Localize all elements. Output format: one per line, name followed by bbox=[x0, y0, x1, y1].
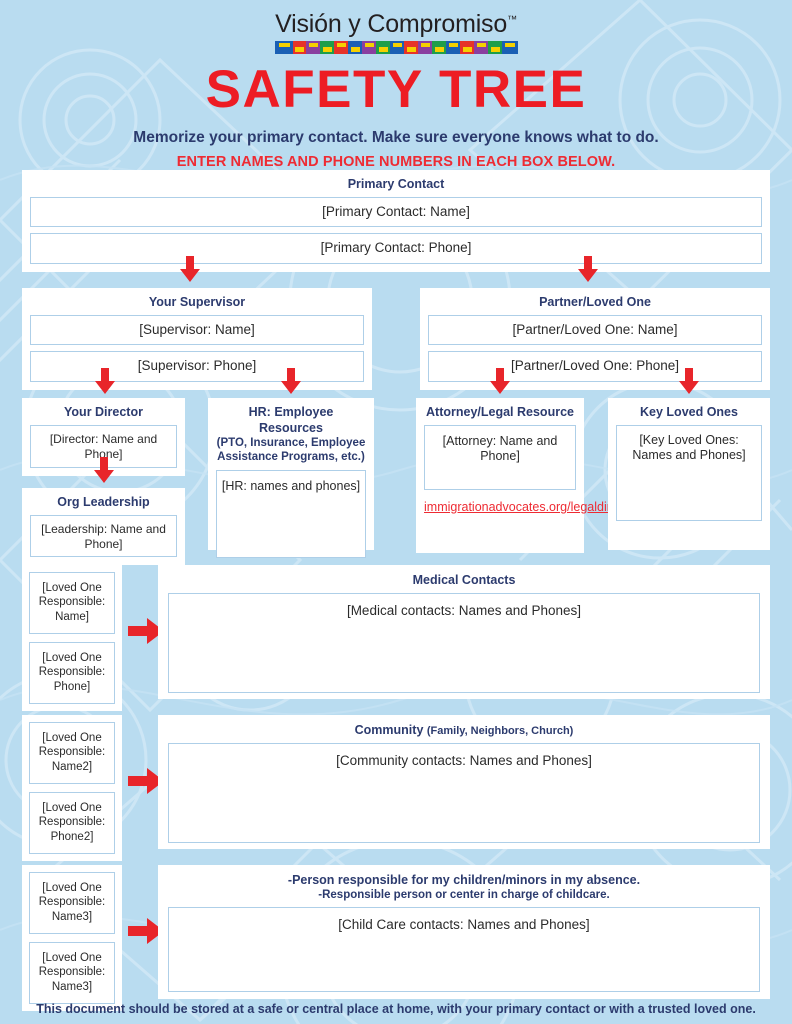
medical-contacts-card: Medical Contacts [Medical contacts: Name… bbox=[158, 565, 770, 699]
hr-title-main: HR: Employee Resources bbox=[248, 405, 334, 435]
community-responsible-side-card: [Loved One Responsible: Name2] [Loved On… bbox=[22, 715, 122, 861]
arrow-row-primary-to-second bbox=[22, 254, 770, 284]
medical-contacts-field[interactable]: [Medical contacts: Names and Phones] bbox=[168, 593, 760, 693]
arrow-director-to-leadership bbox=[22, 455, 185, 487]
supervisor-title: Your Supervisor bbox=[148, 295, 246, 309]
medical-responsible-name-field[interactable]: [Loved One Responsible: Name] bbox=[29, 572, 115, 634]
medical-responsible-phone-field[interactable]: [Loved One Responsible: Phone] bbox=[29, 642, 115, 704]
page-title: SAFETY TREE bbox=[205, 60, 587, 119]
medical-contacts-title: Medical Contacts bbox=[412, 573, 516, 587]
primary-contact-title: Primary Contact bbox=[347, 177, 445, 191]
key-loved-ones-card: Key Loved Ones [Key Loved Ones: Names an… bbox=[608, 398, 770, 550]
childcare-responsible-phone-field[interactable]: [Loved One Responsible: Name3] bbox=[29, 942, 115, 1004]
arrow-down-icon bbox=[94, 457, 114, 483]
community-contacts-title: Community (Family, Neighbors, Church) bbox=[168, 722, 760, 738]
hr-title-subtitle: (PTO, Insurance, Employee Assistance Pro… bbox=[216, 437, 366, 464]
arrow-down-icon bbox=[95, 368, 115, 394]
partner-name-field[interactable]: [Partner/Loved One: Name] bbox=[428, 315, 762, 346]
supervisor-name-field[interactable]: [Supervisor: Name] bbox=[30, 315, 364, 346]
hr-title: HR: Employee Resources (PTO, Insurance, … bbox=[216, 404, 366, 465]
hr-field[interactable]: [HR: names and phones] bbox=[216, 469, 366, 558]
arrow-down-icon bbox=[679, 368, 699, 394]
hr-employee-resources-card: HR: Employee Resources (PTO, Insurance, … bbox=[208, 398, 374, 558]
community-contacts-card: Community (Family, Neighbors, Church) [C… bbox=[158, 715, 770, 849]
key-loved-ones-title: Key Loved Ones bbox=[640, 405, 738, 419]
subtitle-instruction: Memorize your primary contact. Make sure… bbox=[133, 128, 659, 146]
legal-directory-link-wrapper: immigrationadvocates.org/legaldirectory bbox=[424, 500, 645, 515]
arrow-down-icon bbox=[180, 256, 200, 282]
childcare-title-line-2: -Responsible person or center in charge … bbox=[318, 889, 610, 901]
arrow-row-second-to-third bbox=[0, 366, 792, 394]
childcare-responsible-name-field[interactable]: [Loved One Responsible: Name3] bbox=[29, 872, 115, 934]
childcare-contacts-field[interactable]: [Child Care contacts: Names and Phones] bbox=[168, 907, 760, 993]
logo-text: Visión y Compromiso bbox=[275, 10, 508, 38]
attorney-field[interactable]: [Attorney: Name and Phone] bbox=[424, 425, 576, 490]
key-loved-ones-field[interactable]: [Key Loved Ones: Names and Phones] bbox=[616, 425, 762, 521]
community-responsible-phone-field[interactable]: [Loved One Responsible: Phone2] bbox=[29, 792, 115, 854]
community-title-suffix: (Family, Neighbors, Church) bbox=[426, 725, 574, 737]
medical-responsible-side-card: [Loved One Responsible: Name] [Loved One… bbox=[22, 565, 122, 711]
arrow-down-icon bbox=[578, 256, 598, 282]
community-contacts-field[interactable]: [Community contacts: Names and Phones] bbox=[168, 743, 760, 844]
org-leadership-card: Org Leadership [Leadership: Name and Pho… bbox=[22, 488, 185, 565]
aztec-greca-pattern-icon bbox=[274, 41, 518, 54]
subtitle-call-to-action: ENTER NAMES AND PHONE NUMBERS IN EACH BO… bbox=[176, 153, 616, 170]
organization-logo: Visión y Compromiso™ bbox=[275, 10, 517, 39]
org-leadership-field[interactable]: [Leadership: Name and Phone] bbox=[30, 515, 177, 557]
trademark-symbol: ™ bbox=[507, 14, 517, 26]
attorney-legal-resource-card: Attorney/Legal Resource [Attorney: Name … bbox=[416, 398, 645, 553]
arrow-down-icon bbox=[281, 368, 301, 394]
childcare-title-line-1: -Person responsible for my children/mino… bbox=[287, 873, 641, 887]
footer-storage-note: This document should be stored at a safe… bbox=[36, 1002, 756, 1016]
director-title: Your Director bbox=[64, 405, 143, 419]
partner-loved-one-title: Partner/Loved One bbox=[539, 295, 651, 309]
arrow-down-icon bbox=[490, 368, 510, 394]
primary-contact-name-field[interactable]: [Primary Contact: Name] bbox=[30, 197, 762, 228]
childcare-title: -Person responsible for my children/mino… bbox=[168, 872, 760, 902]
community-title-main: Community bbox=[354, 723, 424, 737]
community-responsible-name-field[interactable]: [Loved One Responsible: Name2] bbox=[29, 722, 115, 784]
page-header: Visión y Compromiso™ bbox=[0, 0, 792, 170]
org-leadership-title: Org Leadership bbox=[57, 495, 150, 509]
childcare-responsible-side-card: [Loved One Responsible: Name3] [Loved On… bbox=[22, 865, 122, 1011]
childcare-contacts-card: -Person responsible for my children/mino… bbox=[158, 865, 770, 999]
attorney-title: Attorney/Legal Resource bbox=[426, 405, 574, 419]
